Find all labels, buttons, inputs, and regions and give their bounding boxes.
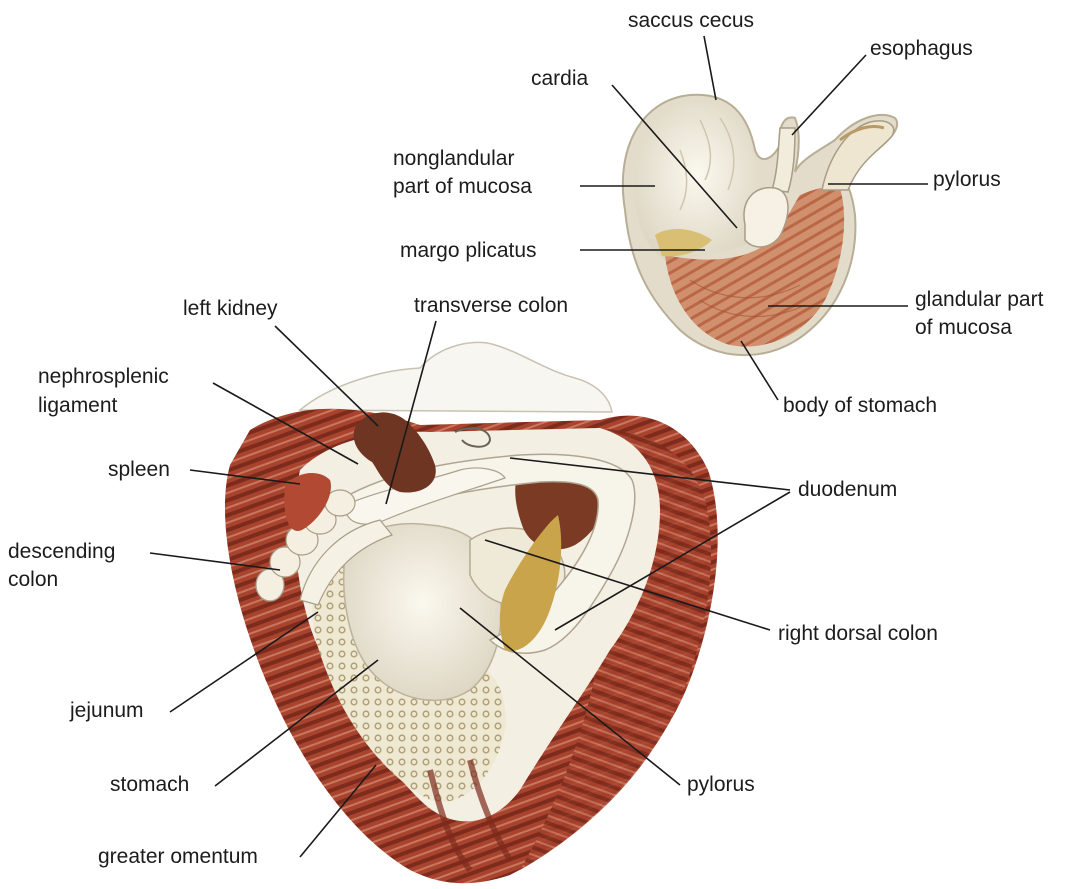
label-margo-plicatus: margo plicatus (400, 239, 537, 262)
label-spleen: spleen (108, 458, 170, 481)
descending-colon-shape (255, 489, 356, 602)
label-descending-line2: colon (8, 568, 58, 591)
label-glandular-line2: of mucosa (915, 316, 1012, 339)
bile-yellow-patch (499, 515, 562, 651)
leader-lines (149, 35, 928, 858)
left-kidney-shape (353, 412, 436, 493)
label-nephrosplenic-line2: ligament (38, 394, 118, 417)
labels: saccus cecus esophagus cardia nonglandul… (8, 9, 1044, 868)
label-pylorus-bottom: pylorus (687, 773, 755, 796)
label-saccus-cecus: saccus cecus (628, 9, 754, 32)
esophagus-tube (771, 127, 796, 193)
spleen-shape (284, 473, 331, 531)
label-jejunum: jejunum (69, 699, 144, 722)
label-duodenum: duodenum (798, 478, 897, 501)
label-nonglandular-line2: part of mucosa (393, 175, 532, 198)
jejunum-tube (299, 519, 393, 606)
label-esophagus: esophagus (870, 37, 973, 60)
opened-stomach-illustration (621, 93, 898, 357)
label-greater-omentum: greater omentum (98, 845, 258, 868)
abdominal-cavity-illustration (224, 341, 718, 884)
diaphragm (297, 341, 613, 413)
duodenum-loop (338, 453, 636, 654)
pylorus-end (821, 120, 895, 191)
label-stomach: stomach (110, 773, 189, 796)
label-nephrosplenic-line1: nephrosplenic (38, 365, 169, 388)
label-glandular-line1: glandular part (915, 288, 1044, 311)
label-nonglandular-line1: nonglandular (393, 147, 514, 170)
label-pylorus-top: pylorus (933, 168, 1001, 191)
label-body-of-stomach: body of stomach (783, 394, 937, 417)
cardia-curl (743, 186, 789, 248)
label-right-dorsal-colon: right dorsal colon (778, 622, 938, 645)
stomach-body (342, 523, 502, 702)
label-cardia: cardia (531, 67, 589, 90)
label-descending-line1: descending (8, 540, 115, 563)
label-left-kidney: left kidney (183, 297, 278, 320)
label-transverse-colon: transverse colon (414, 294, 568, 317)
